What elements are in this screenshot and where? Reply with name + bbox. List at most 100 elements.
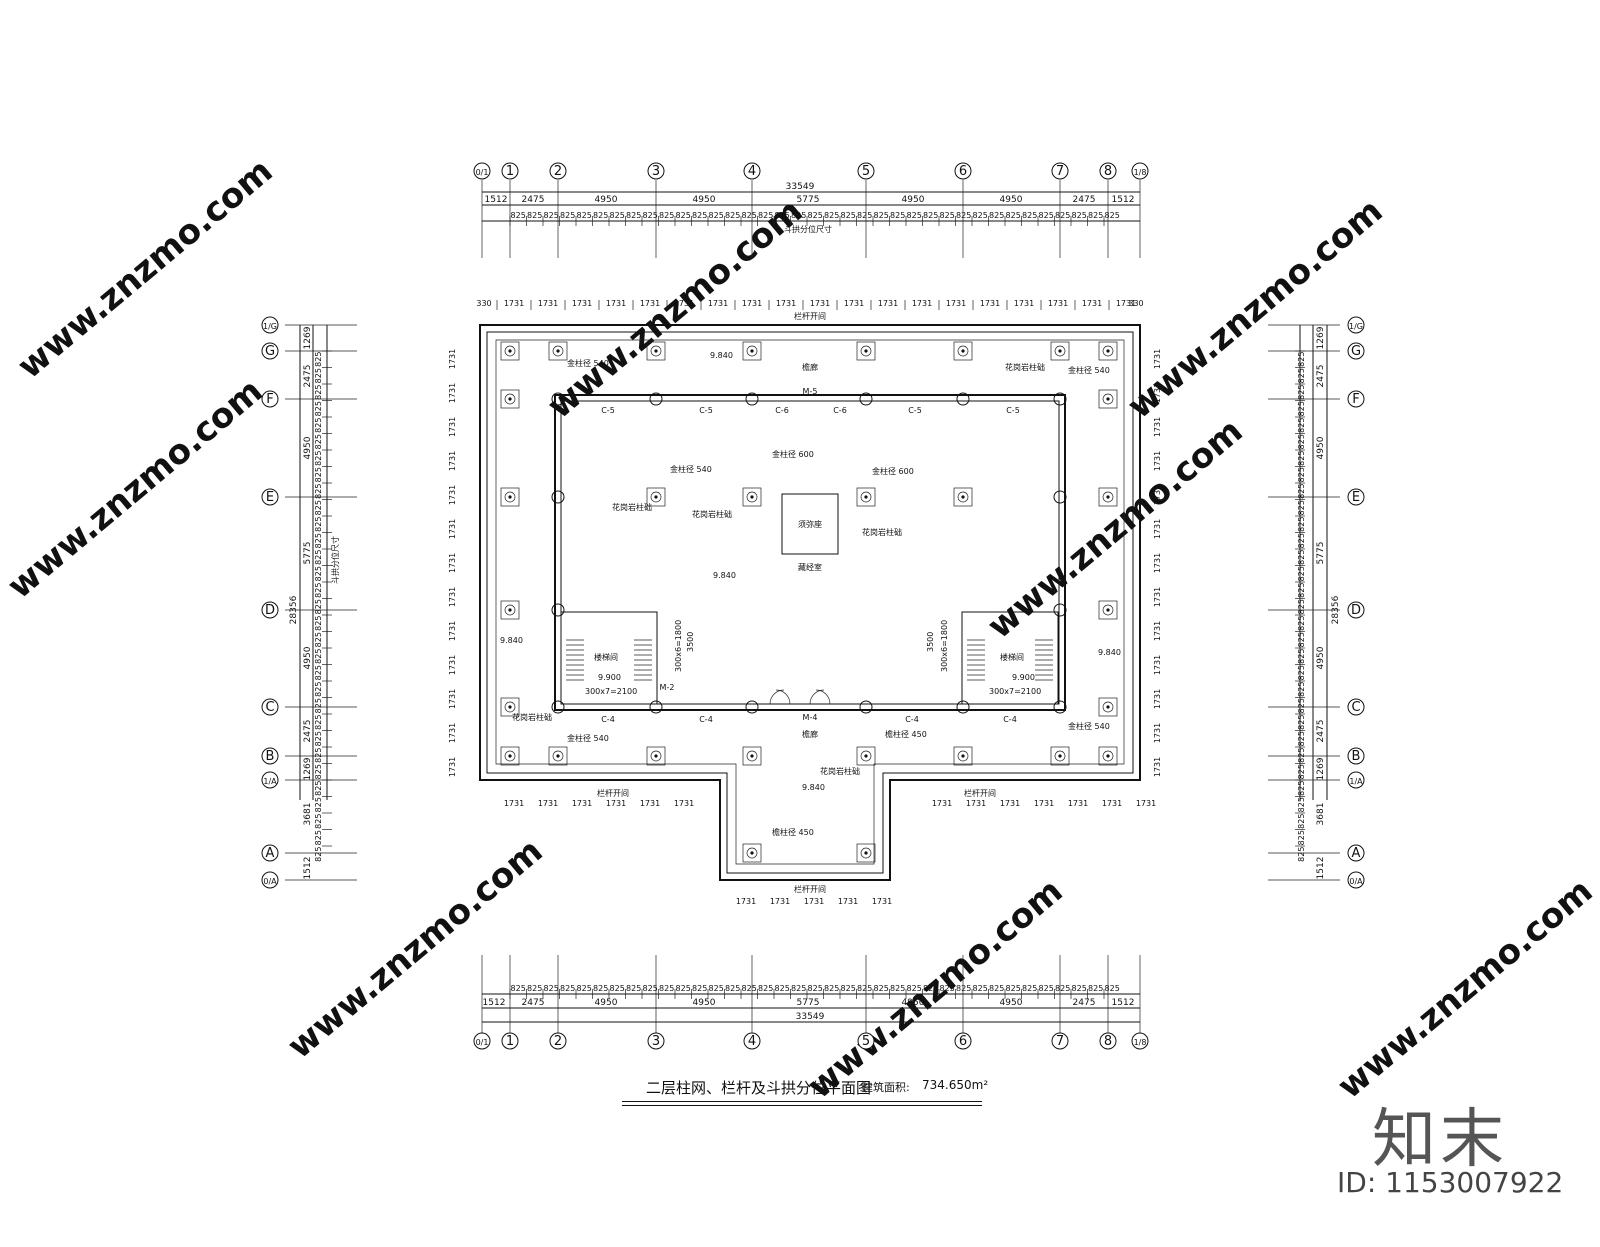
base-note: 花岗岩柱础 bbox=[820, 766, 860, 776]
module-dim: 825 bbox=[1105, 984, 1120, 993]
railing-dim: 1731 bbox=[1153, 417, 1162, 437]
axis-bubble bbox=[954, 162, 972, 180]
title-block: 二层柱网、栏杆及斗拱分位平面图 建筑面积: 734.650m² bbox=[622, 1073, 1002, 1113]
span-dim: 4950 bbox=[595, 195, 618, 205]
axis-label: 0/A bbox=[1349, 877, 1363, 886]
axis-bubble bbox=[261, 771, 279, 789]
railing-dim: 1731 bbox=[1116, 299, 1136, 308]
axis-bubble bbox=[954, 1032, 972, 1050]
module-dim: 825 bbox=[314, 632, 323, 647]
module-dim: 825 bbox=[1006, 984, 1021, 993]
hall-wall-inner bbox=[560, 400, 1060, 705]
axis-bubble bbox=[261, 698, 279, 716]
module-dim: 825 bbox=[1297, 500, 1306, 515]
railing-label: 栏杆开间 bbox=[794, 884, 826, 894]
eave-column-base bbox=[500, 697, 520, 717]
axis-bubble bbox=[647, 162, 665, 180]
module-dim: 825 bbox=[1022, 211, 1037, 220]
elevation: 9.840 bbox=[1098, 648, 1121, 657]
railing-dim: 1731 bbox=[448, 689, 457, 709]
axis-label: D bbox=[1351, 603, 1361, 618]
axis-bubble bbox=[857, 162, 875, 180]
axis-bubble bbox=[1347, 390, 1365, 408]
railing-dim: 1731 bbox=[504, 799, 524, 808]
eave-column-base bbox=[500, 487, 520, 507]
railing-dim: 1731 bbox=[448, 621, 457, 641]
eave-column-base bbox=[1050, 341, 1070, 361]
wall-column bbox=[745, 392, 759, 406]
axis-bubble bbox=[1051, 162, 1069, 180]
axis-label: G bbox=[265, 344, 275, 359]
eave-column-center bbox=[654, 349, 658, 353]
eave-column-center bbox=[556, 349, 560, 353]
module-dim: 825 bbox=[577, 984, 592, 993]
railing-dim: 1731 bbox=[640, 799, 660, 808]
eave-column-base bbox=[1098, 487, 1118, 507]
span-dim: 2475 bbox=[1316, 365, 1326, 388]
span-dim: 1269 bbox=[303, 757, 313, 780]
module-dim: 825 bbox=[314, 830, 323, 845]
module-dim: 825 bbox=[1297, 434, 1306, 449]
module-dim: 825 bbox=[610, 984, 625, 993]
stair-left-label: 楼梯间 bbox=[594, 652, 618, 662]
module-dim: 825 bbox=[890, 984, 905, 993]
railing-dim: 1731 bbox=[1153, 451, 1162, 471]
span-dim: 4950 bbox=[1000, 998, 1023, 1008]
module-dim: 825 bbox=[643, 984, 658, 993]
module-dim: 825 bbox=[1297, 731, 1306, 746]
module-dim: 825 bbox=[314, 550, 323, 565]
railing-dim: 1731 bbox=[448, 519, 457, 539]
area-label: 建筑面积: bbox=[862, 1081, 910, 1094]
altar-label: 须弥座 bbox=[798, 519, 822, 529]
axis-bubble bbox=[1347, 601, 1365, 619]
porch-column-center bbox=[750, 851, 754, 855]
axis-label: 5 bbox=[862, 164, 870, 179]
railing-dim: 1731 bbox=[810, 299, 830, 308]
axis-label: E bbox=[266, 490, 274, 505]
module-dim: 825 bbox=[560, 211, 575, 220]
eave-column-center bbox=[1106, 608, 1110, 612]
eave-column-base bbox=[742, 341, 762, 361]
column-note: 金柱径 600 bbox=[772, 449, 814, 459]
right-dimension-block: 28356 1269 2475 4950 5775 4950 2475 1269… bbox=[1299, 325, 1341, 879]
railing-dim: 1731 bbox=[1153, 757, 1162, 777]
module-dim: 825 bbox=[742, 211, 757, 220]
module-dim: 825 bbox=[1297, 698, 1306, 713]
module-dim: 825 bbox=[824, 211, 839, 220]
module-dim: 825 bbox=[314, 731, 323, 746]
module-dim: 825 bbox=[314, 698, 323, 713]
eave-column bbox=[746, 750, 758, 762]
span-dim: 5775 bbox=[303, 542, 313, 565]
axis-label: A bbox=[1352, 846, 1361, 861]
axis-bubble bbox=[473, 1032, 491, 1050]
railing-dim: 1731 bbox=[1153, 553, 1162, 573]
base-note: 花岗岩柱础 bbox=[862, 527, 902, 537]
area-value: 734.650m² bbox=[922, 1078, 989, 1092]
axis-label: D bbox=[265, 603, 275, 618]
module-dim: 825 bbox=[314, 814, 323, 829]
column-note: 金柱径 600 bbox=[872, 466, 914, 476]
axis-label: 1/8 bbox=[1134, 168, 1147, 177]
wall-column bbox=[551, 700, 565, 714]
module-dim: 825 bbox=[314, 500, 323, 515]
module-dim: 825 bbox=[1072, 211, 1087, 220]
module-dim: 825 bbox=[1039, 984, 1054, 993]
inner-column-center bbox=[654, 495, 658, 499]
axis-label: 1 bbox=[506, 1034, 514, 1049]
span-dim: 1269 bbox=[1316, 757, 1326, 780]
top-dimension-block: 33549 1512 2475 4950 4950 5775 4950 4950… bbox=[482, 182, 1140, 234]
railing-dim: 1731 bbox=[1014, 299, 1034, 308]
span-dim: 5775 bbox=[1316, 542, 1326, 565]
span-dim: 1512 bbox=[1112, 195, 1135, 205]
axis-label: 1/G bbox=[263, 322, 277, 331]
module-dim: 825 bbox=[314, 434, 323, 449]
module-dim: 825 bbox=[1055, 984, 1070, 993]
bay-note: 斗拱分位尺寸 bbox=[330, 536, 340, 584]
span-dim: 2475 bbox=[522, 195, 545, 205]
axis-bubble bbox=[501, 162, 519, 180]
module-dim: 825 bbox=[1297, 847, 1306, 862]
eave-column bbox=[860, 750, 872, 762]
module-dim: 825 bbox=[1297, 797, 1306, 812]
column-note: 金柱径 540 bbox=[567, 358, 609, 368]
window-label: C-5 bbox=[601, 406, 615, 415]
